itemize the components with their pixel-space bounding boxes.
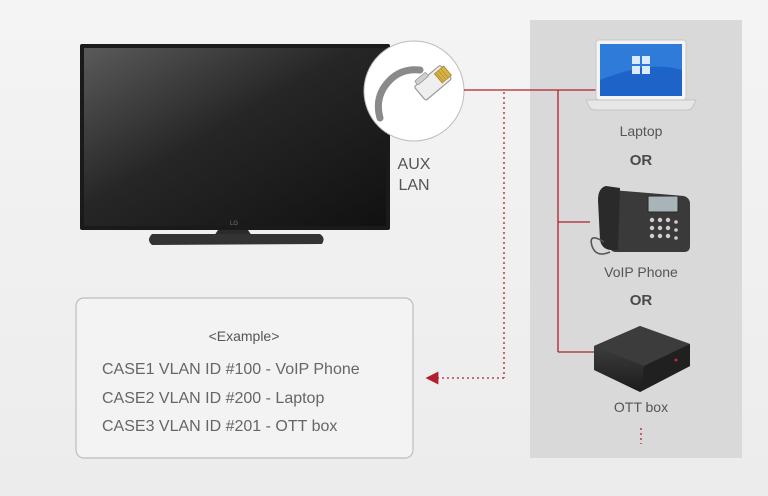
example-box-frame bbox=[75, 297, 414, 459]
lan-cable-icon bbox=[374, 66, 424, 122]
device-label-laptop: Laptop bbox=[620, 123, 663, 139]
tv-stand-base bbox=[149, 234, 324, 245]
device-label-voip-phone: VoIP Phone bbox=[604, 264, 678, 280]
device-label-ott-box: OTT box bbox=[614, 399, 668, 415]
example-title: <Example> bbox=[209, 328, 280, 344]
tv: LG bbox=[80, 44, 390, 245]
tv-logo: LG bbox=[230, 221, 238, 227]
or-separator-1: OR bbox=[630, 152, 653, 169]
ott-box-icon bbox=[594, 326, 690, 392]
example-case-2: CASE2 VLAN ID #200 - Laptop bbox=[102, 390, 324, 407]
example-case-1: CASE1 VLAN ID #100 - VoIP Phone bbox=[102, 361, 360, 378]
example-box: <Example> CASE1 VLAN ID #100 - VoIP Phon… bbox=[75, 297, 414, 459]
or-separator-2: OR bbox=[630, 292, 653, 309]
tv-screen bbox=[84, 48, 386, 226]
lan-connector bbox=[363, 40, 465, 142]
connection-lines bbox=[425, 89, 642, 444]
example-case-3: CASE3 VLAN ID #201 - OTT box bbox=[102, 418, 337, 435]
port-label-line2: LAN bbox=[398, 177, 429, 194]
rj45-plug-icon bbox=[414, 65, 452, 101]
port-label-line1: AUX bbox=[398, 156, 431, 173]
voip-phone-icon bbox=[590, 186, 690, 255]
laptop-icon bbox=[585, 39, 697, 111]
